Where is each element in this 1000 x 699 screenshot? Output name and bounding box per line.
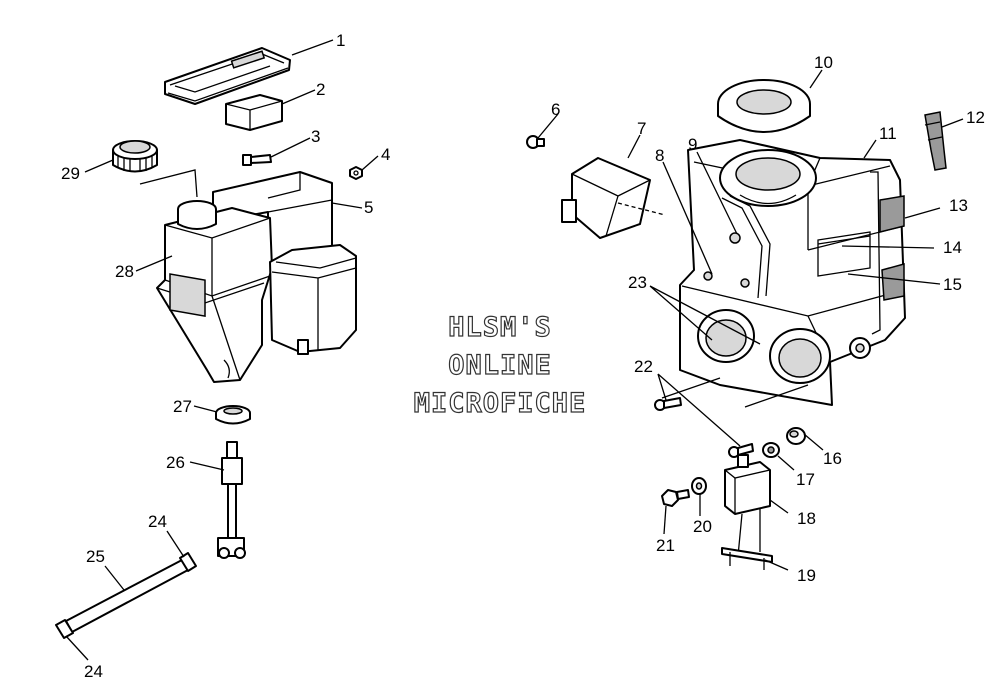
part-2-foam-block	[225, 94, 283, 131]
leader-lines	[65, 39, 964, 661]
callout-3: 3	[311, 127, 320, 146]
callout-28: 28	[115, 262, 134, 281]
part-10-rubber-ring	[717, 79, 811, 133]
callout-16: 16	[823, 449, 842, 468]
part-28-oil-tank	[156, 200, 273, 383]
callout-17: 17	[796, 470, 815, 489]
part-24-clamp-upper	[179, 552, 197, 572]
part-25-hose	[65, 559, 189, 633]
callout-22: 22	[634, 357, 653, 376]
watermark-line-2: ONLINE	[448, 349, 552, 381]
tank-reservoir	[269, 244, 357, 355]
callout-5: 5	[364, 198, 373, 217]
part-22-screw-left	[654, 397, 682, 411]
part-24-clamp-lower	[55, 619, 74, 639]
part-26-fitting	[217, 441, 246, 559]
callout-27: 27	[173, 397, 192, 416]
callout-numbers: 1 2 3 4 5 6 7 8 9 10 11 12 13 14 15 16 1…	[61, 31, 985, 681]
part-6-bolt	[526, 135, 545, 149]
part-27-grommet	[215, 405, 251, 425]
part-17-washer	[762, 442, 780, 458]
part-1-tank-cover	[164, 47, 291, 105]
callout-4: 4	[381, 145, 390, 164]
part-20-washer	[691, 477, 707, 495]
part-12-latch	[924, 111, 947, 171]
watermark-line-1: HLSM'S	[448, 311, 552, 343]
callout-8: 8	[655, 146, 664, 165]
callout-1: 1	[336, 31, 345, 50]
part-29-filler-cap	[112, 140, 198, 198]
callout-20: 20	[693, 517, 712, 536]
part-19-bracket	[721, 547, 773, 570]
callout-29: 29	[61, 164, 80, 183]
callout-23: 23	[628, 273, 647, 292]
part-11-air-box	[679, 139, 906, 406]
callout-19: 19	[797, 566, 816, 585]
callout-14: 14	[943, 238, 962, 257]
callout-25: 25	[86, 547, 105, 566]
part-22-screw-right	[728, 443, 754, 458]
part-21-bolt	[661, 489, 690, 507]
callout-24-upper: 24	[148, 512, 167, 531]
watermark-line-3: MICROFICHE	[413, 387, 587, 419]
part-3-screw	[242, 154, 272, 166]
callout-10: 10	[814, 53, 833, 72]
callout-15: 15	[943, 275, 962, 294]
part-7-cdi-box	[561, 157, 666, 239]
callout-7: 7	[637, 119, 646, 138]
part-16-mount	[786, 427, 806, 445]
callout-13: 13	[949, 196, 968, 215]
part-4-nut	[349, 166, 363, 180]
callout-2: 2	[316, 80, 325, 99]
callout-9: 9	[688, 135, 697, 154]
callout-21: 21	[656, 536, 675, 555]
callout-12: 12	[966, 108, 985, 127]
part-18-coil	[724, 454, 771, 557]
callout-24-lower: 24	[84, 662, 103, 681]
callout-18: 18	[797, 509, 816, 528]
callout-26: 26	[166, 453, 185, 472]
callout-6: 6	[551, 100, 560, 119]
callout-11: 11	[879, 124, 897, 143]
